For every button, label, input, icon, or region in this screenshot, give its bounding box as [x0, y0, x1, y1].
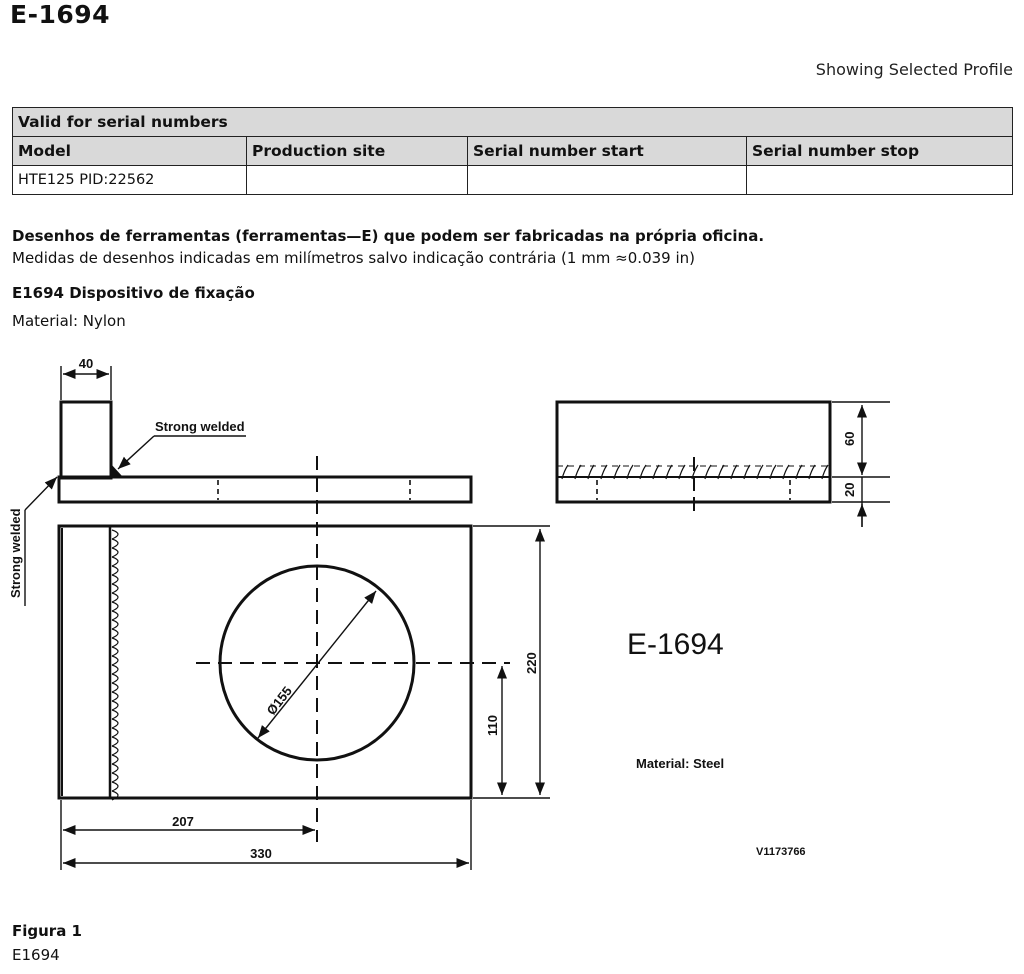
- strong-welded-side-leader: [24, 476, 58, 606]
- weld-tick: [743, 464, 751, 480]
- column-header-production-site: Production site: [246, 136, 468, 166]
- weld-bead: [111, 556, 119, 567]
- weld-bead: [111, 655, 119, 666]
- dim-40-label: 40: [79, 356, 93, 371]
- cell-model: HTE125 PID:22562: [12, 165, 247, 195]
- weld-tick: [613, 464, 621, 480]
- weld-tick: [821, 464, 829, 480]
- weld-bead: [111, 592, 119, 603]
- top-view: [57, 400, 473, 842]
- dim-20-label: 20: [842, 483, 857, 497]
- weld-bead: [111, 754, 119, 765]
- weld-tick: [626, 464, 634, 480]
- tool-material: Material: Nylon: [12, 312, 126, 330]
- dim-60-20: [832, 401, 890, 527]
- weld-bead: [111, 745, 119, 756]
- serial-table-group-header: Valid for serial numbers: [12, 107, 1013, 137]
- figure-caption: E1694: [12, 946, 60, 964]
- weld-bead: [111, 574, 119, 585]
- weld-bead: [111, 628, 119, 639]
- dim-330-label: 330: [250, 846, 272, 861]
- dim-207-330: [60, 800, 472, 870]
- serial-table: Valid for serial numbers Model Productio…: [12, 107, 1013, 195]
- weld-tick: [561, 464, 569, 480]
- weld-tick: [756, 464, 764, 480]
- weld-bead: [111, 565, 119, 576]
- weld-tick: [639, 464, 647, 480]
- weld-tick: [691, 464, 699, 480]
- dim-40: [60, 366, 112, 400]
- weld-tick: [730, 464, 738, 480]
- weld-bead: [111, 790, 119, 801]
- front-weld-marks: [111, 529, 119, 801]
- intro-heading: Desenhos de ferramentas (ferramentas—E) …: [12, 227, 765, 245]
- weld-bead: [111, 709, 119, 720]
- weld-bead: [111, 538, 119, 549]
- diameter-label: Ø155: [264, 684, 295, 718]
- weld-bead: [111, 547, 119, 558]
- column-header-serial-stop: Serial number stop: [746, 136, 1013, 166]
- technical-drawing: 40 Strong welded Strong welded 60 20: [8, 356, 890, 870]
- weld-bead: [111, 727, 119, 738]
- cell-serial-stop: [746, 165, 1013, 195]
- side-weld-marks: [561, 464, 829, 480]
- dim-110-label: 110: [485, 715, 500, 736]
- profile-note: Showing Selected Profile: [815, 60, 1013, 79]
- weld-bead: [111, 646, 119, 657]
- weld-bead: [111, 601, 119, 612]
- cell-production-site: [246, 165, 468, 195]
- weld-tick: [678, 464, 686, 480]
- weld-tick: [704, 464, 712, 480]
- drawing-id: E-1694: [627, 628, 724, 661]
- column-header-model: Model: [12, 136, 247, 166]
- side-view: [555, 400, 832, 516]
- dim-220-110: [473, 525, 550, 799]
- cell-serial-start: [467, 165, 747, 195]
- weld-bead: [111, 610, 119, 621]
- weld-bead: [111, 691, 119, 702]
- weld-tick: [795, 464, 803, 480]
- dim-207-label: 207: [172, 814, 194, 829]
- weld-bead: [111, 673, 119, 684]
- weld-bead: [111, 718, 119, 729]
- strong-welded-top-label: Strong welded: [155, 419, 245, 434]
- drawing-material: Material: Steel: [636, 756, 724, 771]
- weld-tick: [574, 464, 582, 480]
- dim-60-label: 60: [842, 432, 857, 446]
- weld-bead: [111, 736, 119, 747]
- drawing-ref: V1173766: [756, 846, 806, 858]
- weld-tick: [665, 464, 673, 480]
- weld-bead: [111, 772, 119, 783]
- column-header-serial-start: Serial number start: [467, 136, 747, 166]
- weld-bead: [111, 682, 119, 693]
- weld-bead: [111, 637, 119, 648]
- intro-text: Medidas de desenhos indicadas em milímet…: [12, 249, 695, 267]
- weld-tick: [808, 464, 816, 480]
- weld-bead: [111, 664, 119, 675]
- weld-bead: [111, 763, 119, 774]
- dim-220-label: 220: [524, 652, 539, 674]
- weld-bead: [111, 700, 119, 711]
- front-view: [57, 524, 510, 800]
- page-title: E-1694: [10, 0, 111, 29]
- weld-tick: [782, 464, 790, 480]
- figure-label: Figura 1: [12, 922, 82, 940]
- weld-tick: [769, 464, 777, 480]
- weld-bead: [111, 529, 119, 540]
- strong-welded-side-label: Strong welded: [8, 508, 23, 598]
- weld-tick: [587, 464, 595, 480]
- weld-tick: [717, 464, 725, 480]
- weld-tick: [652, 464, 660, 480]
- table-row: HTE125 PID:22562: [12, 165, 1013, 195]
- weld-tick: [600, 464, 608, 480]
- tool-title: E1694 Dispositivo de fixação: [12, 284, 255, 302]
- strong-welded-top-leader: [117, 435, 246, 470]
- weld-bead: [111, 583, 119, 594]
- weld-bead: [111, 619, 119, 630]
- weld-bead: [111, 781, 119, 792]
